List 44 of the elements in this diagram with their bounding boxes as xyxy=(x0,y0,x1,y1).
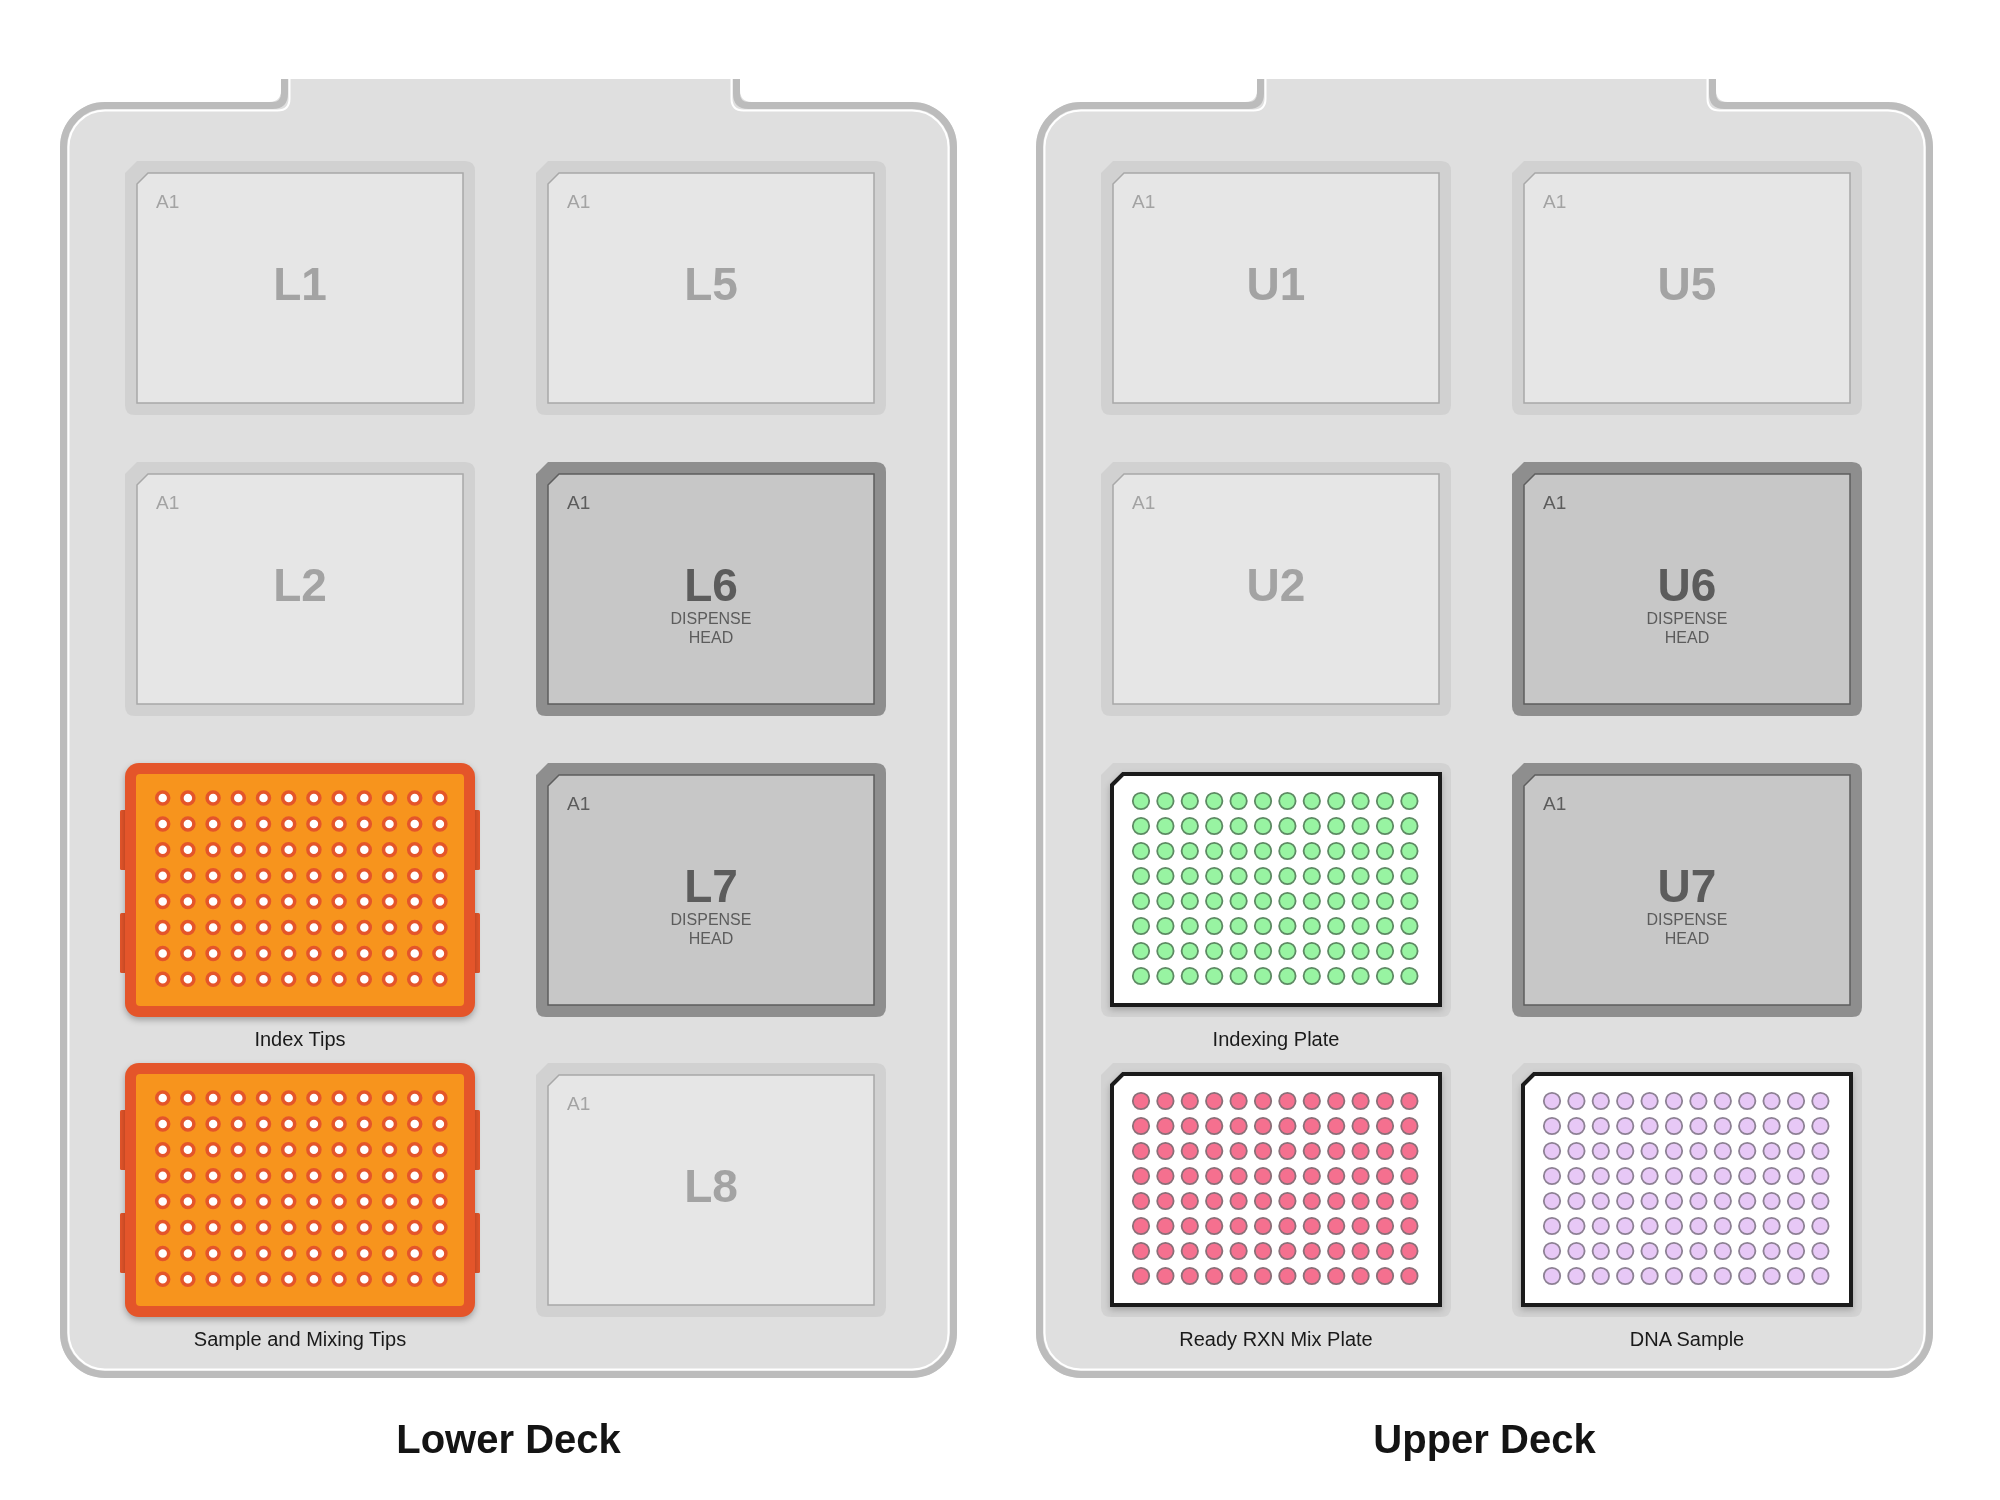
deck-slot xyxy=(536,161,886,415)
slot-label: U5 xyxy=(1657,261,1717,307)
slot-caption: DISPENSE HEAD xyxy=(670,609,752,647)
item-caption: Sample and Mixing Tips xyxy=(193,1327,407,1351)
corner-label: A1 xyxy=(1132,492,1156,513)
dispense-head-slot xyxy=(1512,462,1862,716)
deck-slot xyxy=(536,1063,886,1317)
item-caption: Ready RXN Mix Plate xyxy=(1179,1327,1373,1351)
slot-label: L2 xyxy=(273,562,327,608)
corner-label: A1 xyxy=(567,492,591,513)
deck-slot xyxy=(1101,462,1451,716)
item-caption: DNA Sample xyxy=(1629,1327,1745,1351)
deck-slot xyxy=(125,161,475,415)
slot-label: L7 xyxy=(684,863,738,909)
item-caption: Indexing Plate xyxy=(1212,1027,1340,1051)
slot-label: U2 xyxy=(1246,562,1306,608)
deck-slot xyxy=(125,462,475,716)
corner-label: A1 xyxy=(567,191,591,212)
corner-label: A1 xyxy=(567,793,591,814)
deck-title: Lower Deck xyxy=(396,1416,621,1462)
dispense-head-slot xyxy=(536,462,886,716)
dispense-head-slot xyxy=(1512,763,1862,1017)
slot-label: U1 xyxy=(1246,261,1306,307)
slot-label: L8 xyxy=(684,1163,738,1209)
deck-title: Upper Deck xyxy=(1373,1416,1596,1462)
slot-label: U7 xyxy=(1657,863,1717,909)
corner-label: A1 xyxy=(1543,191,1567,212)
item-caption: Index Tips xyxy=(254,1027,346,1051)
slot-caption: DISPENSE HEAD xyxy=(670,910,752,948)
corner-label: A1 xyxy=(1132,191,1156,212)
deck-slot xyxy=(1101,161,1451,415)
corner-label: A1 xyxy=(156,191,180,212)
dispense-head-slot xyxy=(536,763,886,1017)
slot-label: U6 xyxy=(1657,562,1717,608)
corner-label: A1 xyxy=(567,1093,591,1114)
corner-label: A1 xyxy=(1543,492,1567,513)
slot-label: L5 xyxy=(684,261,738,307)
corner-label: A1 xyxy=(1543,793,1567,814)
slot-label: L1 xyxy=(273,261,327,307)
corner-label: A1 xyxy=(156,492,180,513)
slot-label: L6 xyxy=(684,562,738,608)
slot-caption: DISPENSE HEAD xyxy=(1646,609,1728,647)
slot-caption: DISPENSE HEAD xyxy=(1646,910,1728,948)
deck-slot xyxy=(1512,161,1862,415)
